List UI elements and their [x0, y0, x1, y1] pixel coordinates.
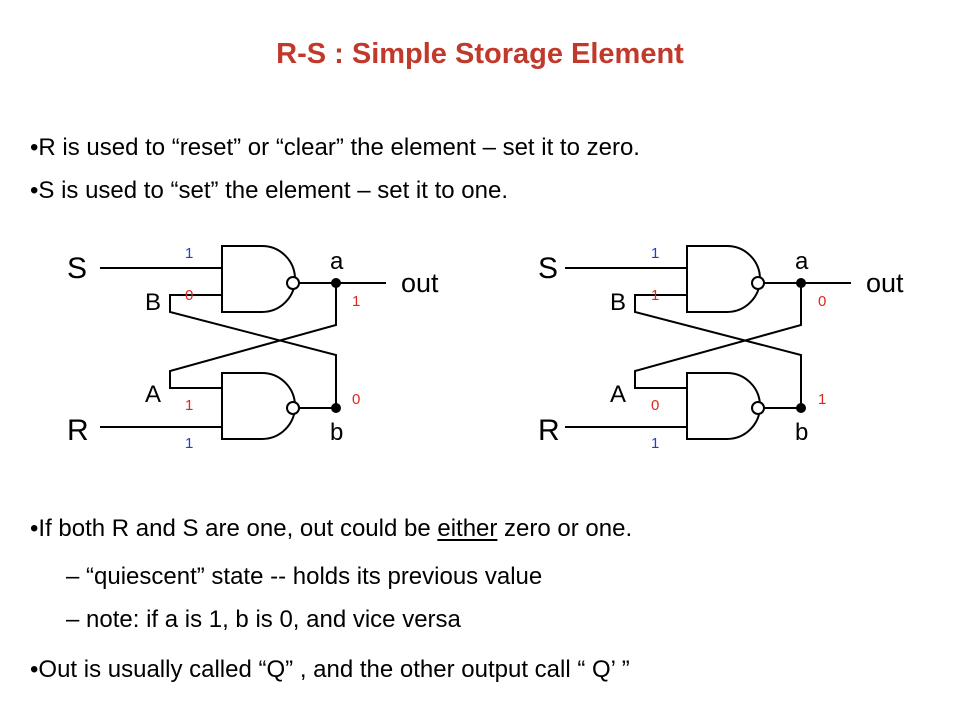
right-bottom-bubble	[751, 401, 765, 415]
right-value-b: 1	[818, 391, 826, 408]
right-label-R: R	[538, 414, 560, 447]
right-label-A: A	[610, 381, 626, 408]
sub-bullet-quiescent: – “quiescent” state -- holds its previou…	[66, 563, 543, 590]
left-value-R: 1	[185, 435, 193, 452]
left-latch-labels: S R B A a b out 1 0 1 1 1 0	[67, 245, 439, 452]
right-value-R: 1	[651, 435, 659, 452]
left-label-S: S	[67, 252, 87, 285]
left-label-out: out	[401, 268, 439, 298]
right-label-S: S	[538, 252, 558, 285]
right-value-a: 0	[818, 293, 826, 310]
left-label-R: R	[67, 414, 89, 447]
right-label-B: B	[610, 289, 626, 316]
bullet-q-name: •Out is usually called “Q” , and the oth…	[30, 656, 630, 683]
right-value-B: 1	[651, 287, 659, 304]
left-top-bubble	[286, 276, 300, 290]
slide-title: R-S : Simple Storage Element	[276, 38, 684, 70]
bullet-both-one: •If both R and S are one, out could be e…	[30, 515, 632, 543]
bullet-set: •S is used to “set” the element – set it…	[30, 177, 508, 204]
left-bottom-bubble	[286, 401, 300, 415]
right-label-a: a	[795, 248, 809, 275]
right-top-bubble	[751, 276, 765, 290]
left-latch	[100, 245, 386, 440]
left-label-a: a	[330, 248, 344, 275]
left-value-S: 1	[185, 245, 193, 262]
left-label-B: B	[145, 289, 161, 316]
left-value-B: 0	[185, 287, 193, 304]
bullet-both-one-either: either	[437, 515, 498, 542]
left-top-nand-gate	[221, 245, 296, 313]
left-label-A: A	[145, 381, 161, 408]
right-bottom-nand-gate	[686, 372, 761, 440]
right-label-out: out	[866, 268, 904, 298]
rs-latch-diagram: S R B A a b out 1 0 1 1 1 0 S R B A a b …	[67, 245, 904, 452]
left-bottom-nand-gate	[221, 372, 296, 440]
left-value-A: 1	[185, 397, 193, 414]
right-latch-labels: S R B A a b out 1 1 0 1 0 1	[538, 245, 904, 452]
sub-bullet-note: – note: if a is 1, b is 0, and vice vers…	[66, 606, 461, 633]
right-top-nand-gate	[686, 245, 761, 313]
right-value-S: 1	[651, 245, 659, 262]
bullet-reset: •R is used to “reset” or “clear” the ele…	[30, 134, 640, 161]
left-label-b: b	[330, 419, 343, 446]
left-value-a: 1	[352, 293, 360, 310]
bullet-both-one-pre: •If both R and S are one, out could be	[30, 515, 438, 542]
right-latch	[565, 245, 851, 440]
right-value-A: 0	[651, 397, 659, 414]
bullet-both-one-post: zero or one.	[497, 515, 633, 542]
left-value-b: 0	[352, 391, 360, 408]
right-label-b: b	[795, 419, 808, 446]
